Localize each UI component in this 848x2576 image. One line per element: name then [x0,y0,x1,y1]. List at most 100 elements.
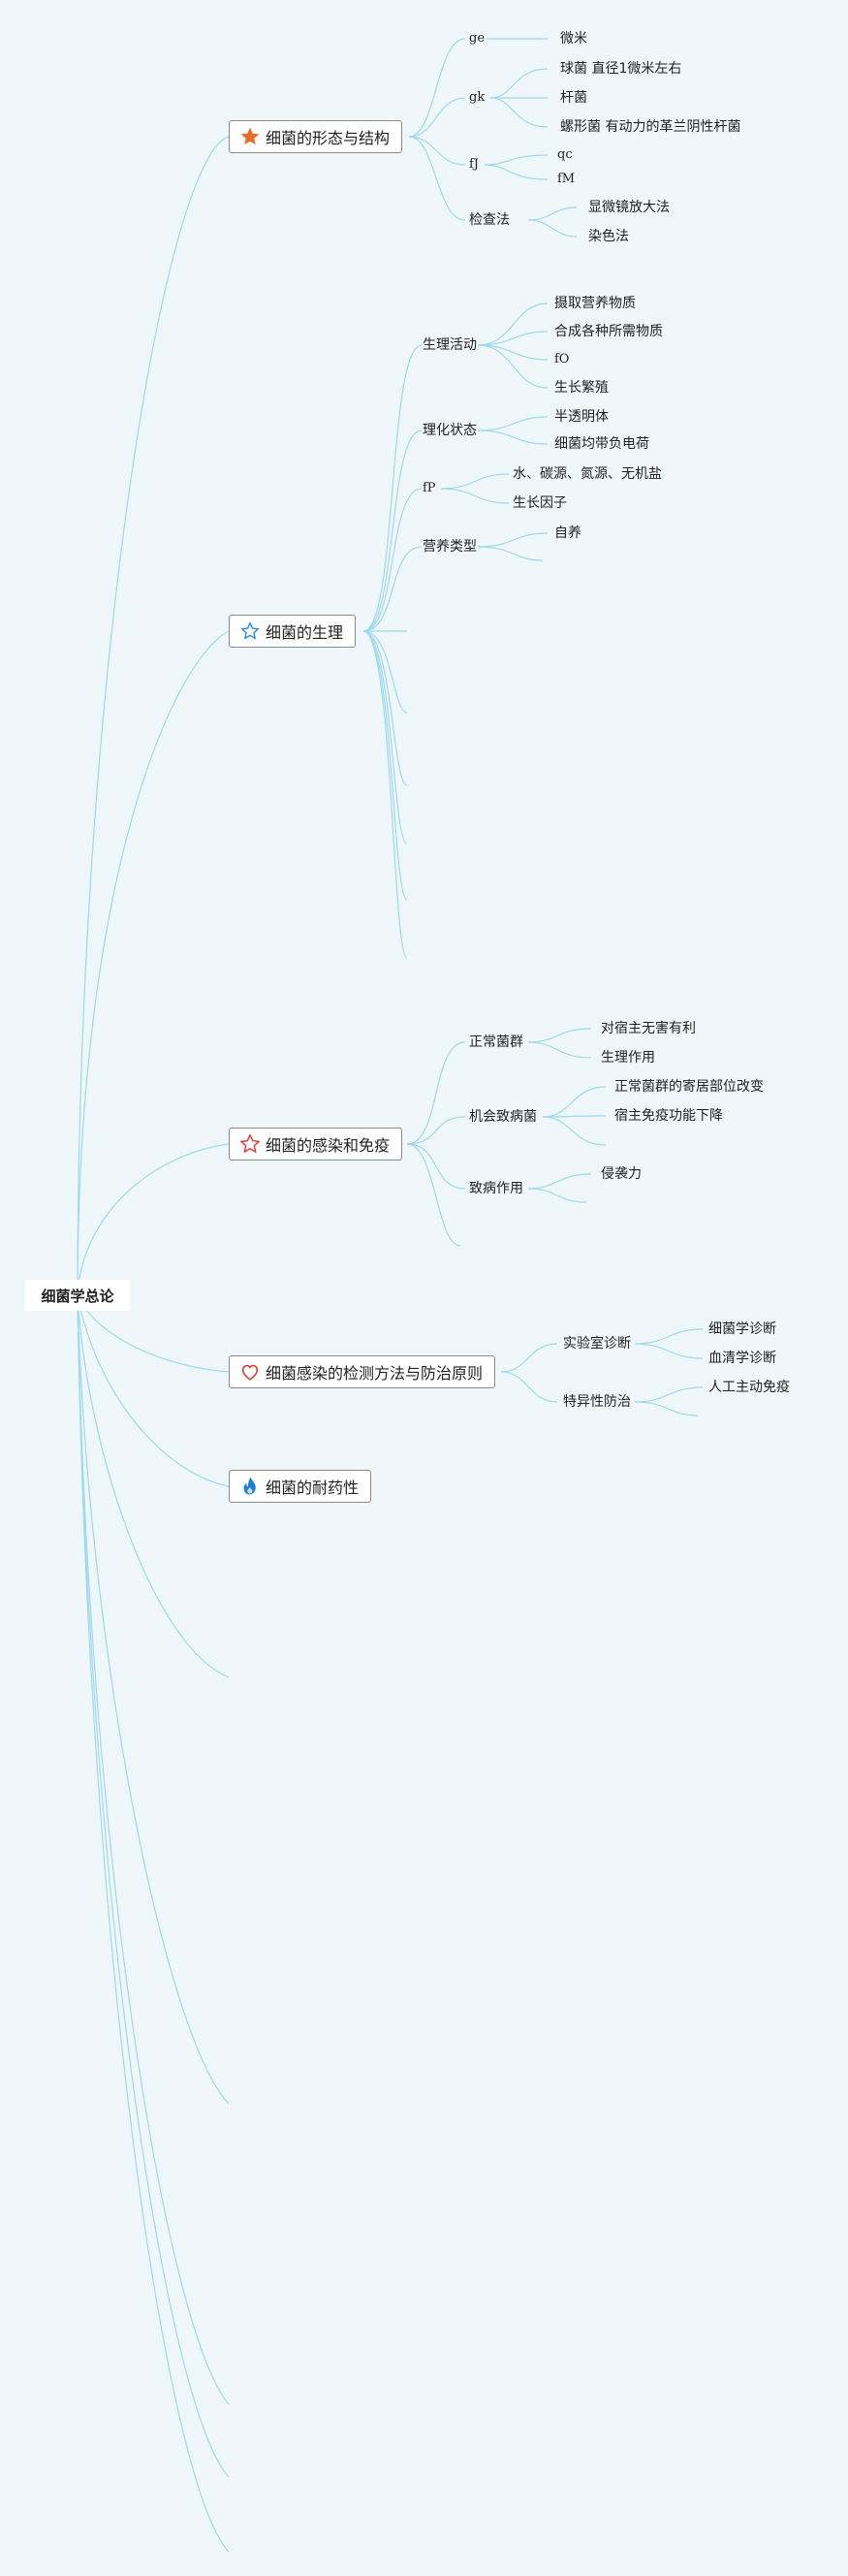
connector-line [489,68,549,99]
connector-line [489,97,549,128]
connector-line [634,1386,704,1403]
leaf-immunity-decline[interactable]: 宿主免疫功能下降 [614,1108,723,1124]
connector-line [408,136,466,221]
leaf-coccus[interactable]: 球菌 直径1微米左右 [560,61,682,77]
link-root-x4 [77,1294,230,2478]
connector-line [477,302,549,346]
leaf-nutrient-intake[interactable]: 摄取营养物质 [554,296,636,311]
connector-line [408,38,466,138]
leaf-spirillum[interactable]: 螺形菌 有动力的革兰阴性杆菌 [560,119,741,135]
leaf-microscope[interactable]: 显微镜放大法 [588,200,670,215]
link-root-x3 [77,1294,230,2405]
leaf-translucent[interactable]: 半透明体 [554,409,609,425]
subtopic-examination[interactable]: 检查法 [469,212,510,228]
leaf-beneficial[interactable]: 对宿主无害有利 [601,1021,696,1036]
connector-line [634,1401,699,1416]
connector-line [362,344,423,632]
connector-line [408,97,466,138]
connector-line [362,630,408,901]
leaf-site-change[interactable]: 正常菌群的寄居部位改变 [614,1079,764,1095]
connector-line [362,546,423,632]
link-root-t3 [77,1143,230,1296]
connector-line [477,416,549,431]
topic-drug-resistance[interactable]: 细菌的耐药性 [229,1470,372,1503]
connector-line [362,630,408,786]
link-root-t1 [77,136,230,1296]
leaf-synthesis[interactable]: 合成各种所需物质 [554,324,663,339]
leaf-bacillus[interactable]: 杆菌 [560,90,587,106]
subtopic-ge[interactable]: ge [469,31,486,46]
subtopic-fj[interactable]: fJ [469,157,480,172]
connector-line [527,219,578,238]
subtopic-pathogenicity[interactable]: 致病作用 [469,1181,523,1196]
root-topic[interactable]: 细菌学总论 [25,1280,130,1311]
subtopic-specific-prevention[interactable]: 特异性防治 [563,1394,631,1410]
connector-line [527,1041,592,1059]
connector-line [527,1188,587,1203]
topic-detection-prevention[interactable]: 细菌感染的检测方法与防治原则 [229,1355,496,1388]
connector-line [477,344,549,361]
link-root-t2 [77,630,230,1296]
connector-line [477,532,549,548]
topic-morphology-structure[interactable]: 细菌的形态与结构 [229,120,403,153]
leaf-fm[interactable]: fM [557,172,576,186]
topic-label: 细菌的生理 [266,623,344,642]
connector-line [542,1116,607,1146]
leaf-fo[interactable]: fO [554,352,570,366]
heart-outline-icon [239,1361,261,1383]
connector-line [477,429,549,445]
blue-flame-icon [239,1476,261,1497]
leaf-staining[interactable]: 染色法 [588,229,629,244]
topic-infection-immunity[interactable]: 细菌的感染和免疫 [229,1128,403,1161]
connector-line [542,1086,607,1118]
connector-line [362,630,408,714]
topic-label: 细菌的耐药性 [266,1479,360,1497]
connector-line [477,344,549,389]
link-root-x2 [77,1294,230,2105]
link-root-x1 [77,1294,230,1678]
link-root-x5 [77,1294,230,2553]
connector-line [406,1041,466,1145]
leaf-autotroph[interactable]: 自养 [554,525,581,541]
leaf-water-carbon-nitrogen[interactable]: 水、碳源、氮源、无机盐 [513,466,662,482]
connector-line [406,1143,466,1190]
leaf-growth-factor[interactable]: 生长因子 [513,495,567,511]
connector-line [440,473,510,490]
connector-line [440,488,510,504]
connector-line [406,1143,461,1247]
subtopic-nutrition-type[interactable]: 营养类型 [423,539,477,555]
connector-line [500,1343,558,1373]
leaf-micrometer[interactable]: 微米 [560,31,587,47]
subtopic-lab-diagnosis[interactable]: 实验室诊断 [563,1336,631,1352]
subtopic-fp[interactable]: fP [423,481,436,495]
connector-line [634,1328,704,1345]
orange-star-icon [239,126,261,147]
subtopic-physiological-activity[interactable]: 生理活动 [423,337,477,353]
leaf-active-immunization[interactable]: 人工主动免疫 [708,1380,790,1395]
topic-label: 细菌感染的检测方法与防治原则 [266,1364,484,1383]
leaf-growth[interactable]: 生长繁殖 [554,380,609,396]
topic-physiology[interactable]: 细菌的生理 [229,615,357,648]
connector-line [406,1116,466,1145]
connector-line [527,1173,592,1190]
connector-line [477,331,549,346]
connector-line [408,136,466,166]
subtopic-opportunistic[interactable]: 机会致病菌 [469,1109,537,1125]
red-star-outline-icon [239,1133,261,1155]
leaf-qc[interactable]: qc [557,147,573,162]
connector-line [477,546,544,561]
leaf-invasiveness[interactable]: 侵袭力 [601,1166,642,1182]
leaf-negative-charge[interactable]: 细菌均带负电荷 [554,436,649,452]
leaf-physiological-role[interactable]: 生理作用 [601,1050,655,1065]
leaf-bacteriological[interactable]: 细菌学诊断 [708,1321,776,1337]
subtopic-gk[interactable]: gk [469,90,486,105]
connector-line [362,488,423,632]
subtopic-physicochemical[interactable]: 理化状态 [423,423,477,438]
subtopic-normal-flora[interactable]: 正常菌群 [469,1034,523,1050]
connector-line [634,1343,704,1359]
link-root-t5 [77,1294,230,1487]
blue-star-outline-icon [239,620,261,642]
leaf-serological[interactable]: 血清学诊断 [708,1351,776,1366]
topic-label: 细菌的形态与结构 [266,129,391,147]
connector-line [362,630,408,844]
